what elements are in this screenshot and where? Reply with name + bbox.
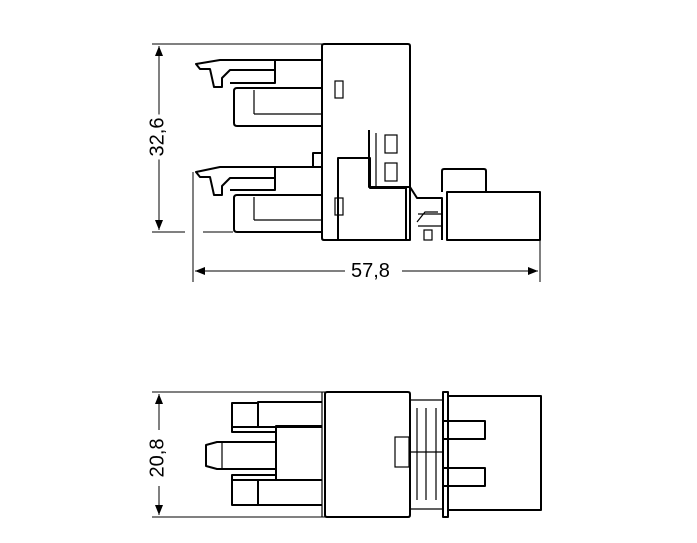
- plug-top: [447, 395, 542, 511]
- side-view: [152, 43, 541, 282]
- dimension-label-length: 57,8: [348, 260, 393, 282]
- housing-top: [324, 391, 411, 518]
- dimension-label-height: 32,6: [146, 114, 169, 160]
- dimension-label-width: 20,8: [146, 435, 169, 481]
- top-view: [152, 391, 542, 518]
- housing-body: [321, 43, 411, 241]
- plug-body: [446, 191, 541, 241]
